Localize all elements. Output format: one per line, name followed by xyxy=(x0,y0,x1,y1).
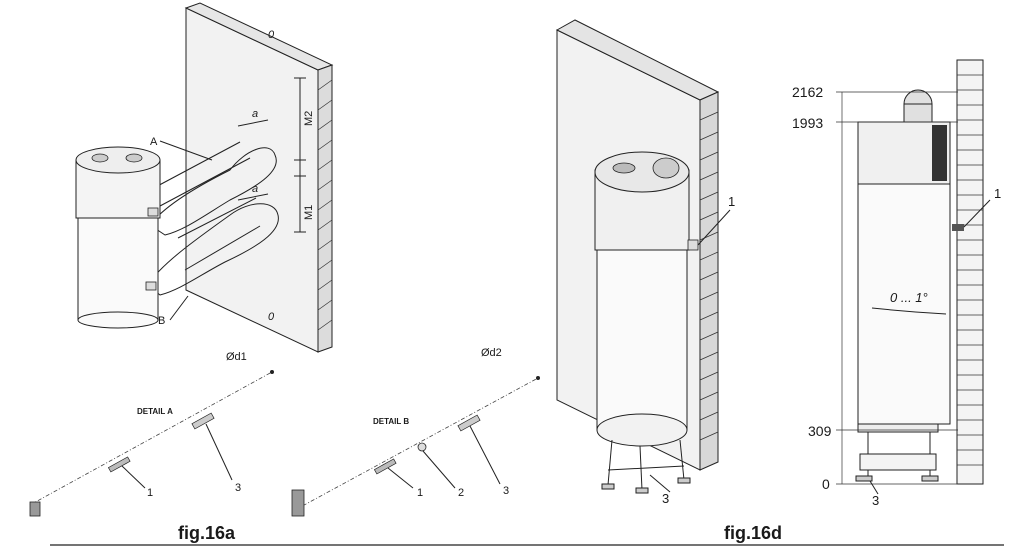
detail-a-callout-1: 1 xyxy=(147,487,153,499)
detail-a: DETAIL A Ød1 1 3 xyxy=(29,351,274,517)
level-lines xyxy=(836,91,958,485)
label-a-top: a xyxy=(252,108,258,120)
label-m2: M2 xyxy=(303,111,315,126)
detail-a-screw xyxy=(107,456,131,473)
heater-side-stand xyxy=(855,423,939,482)
detail-a-title: DETAIL A xyxy=(137,407,173,416)
fig16d-elevation: 2162 1993 309 0 0 ... 1° 1 3 xyxy=(792,59,1001,508)
detail-a-axis xyxy=(29,371,273,506)
detail-a-anchor xyxy=(191,412,215,430)
detail-cloud-a xyxy=(149,147,277,236)
label-m1: M1 xyxy=(303,205,315,220)
level-1993: 1993 xyxy=(792,115,823,131)
detail-b-title: DETAIL B xyxy=(373,417,409,426)
detail-cloud-b xyxy=(147,203,279,296)
level-0: 0 xyxy=(822,476,830,492)
detail-b-anchor xyxy=(457,414,481,432)
fig16a-wall-assembly: M2 M1 0 0 a a A B xyxy=(75,2,334,353)
detail-b-axis xyxy=(294,377,539,511)
detail-b-bracket xyxy=(291,489,305,517)
callout-b: B xyxy=(158,315,165,327)
wall-bolts xyxy=(149,141,261,271)
detail-a-diameter: Ød1 xyxy=(226,351,247,363)
elevation-callout-1: 1 xyxy=(994,186,1001,201)
iso-callout-1: 1 xyxy=(728,194,735,209)
wall-side xyxy=(317,64,333,353)
elevation-callout-3: 3 xyxy=(872,493,879,508)
angle-label: 0 ... 1° xyxy=(890,290,928,305)
brick-wall xyxy=(956,59,984,485)
detail-a-callout-3: 3 xyxy=(235,482,241,494)
detail-b-callout-2: 2 xyxy=(458,487,464,499)
detail-a-bracket xyxy=(29,501,41,517)
callout-a: A xyxy=(150,136,158,148)
level-2162: 2162 xyxy=(792,84,823,100)
detail-b: DETAIL B Ød2 1 2 3 xyxy=(291,347,540,517)
level-309: 309 xyxy=(808,423,832,439)
caption-fig16a: fig.16a xyxy=(178,523,236,543)
detail-b-callout-3: 3 xyxy=(503,485,509,497)
caption-fig16d: fig.16d xyxy=(724,523,782,543)
iso-callout-3: 3 xyxy=(662,491,669,506)
angle-arc xyxy=(871,307,947,315)
iso-wall-brick xyxy=(699,91,719,471)
heater-fig16a xyxy=(75,146,161,329)
iso-brick-lines xyxy=(699,111,719,441)
iso-heater-assembly: 1 3 xyxy=(555,19,735,506)
detail-b-washer xyxy=(417,442,427,452)
label-zero-bottom: 0 xyxy=(268,311,275,323)
detail-b-diameter: Ød2 xyxy=(481,347,502,359)
iso-heater-stand xyxy=(601,439,691,494)
label-zero-top: 0 xyxy=(268,29,275,41)
wall-hatch xyxy=(317,79,333,331)
detail-b-callout-1: 1 xyxy=(417,487,423,499)
detail-b-screw xyxy=(373,458,397,475)
label-a-mid: a xyxy=(252,183,258,195)
